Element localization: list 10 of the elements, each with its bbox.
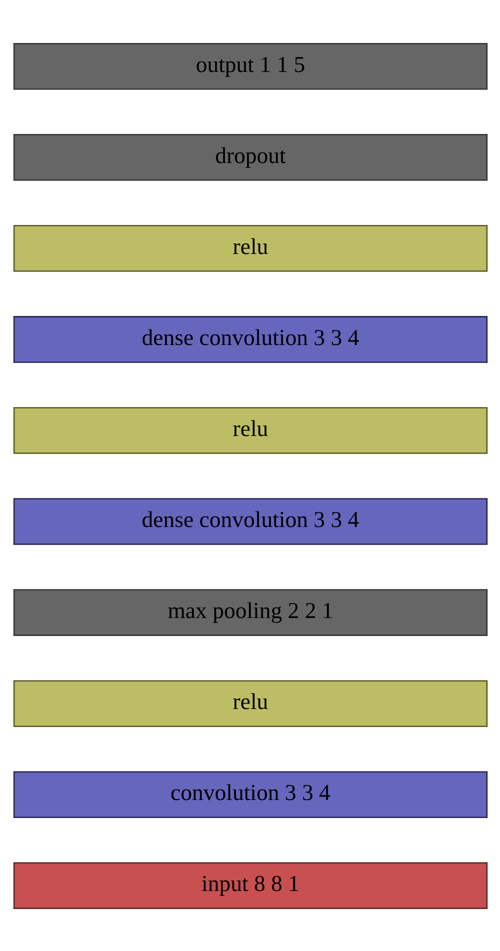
node-box: relu [12,680,488,726]
node-box: convolution 3 3 4 [12,770,488,818]
node-box: dense convolution 3 3 4 [12,498,488,544]
node-box: input 8 8 1 [12,862,488,909]
node-box: dropout [12,133,488,180]
node-box: relu [12,406,488,454]
node-box: dense convolution 3 3 4 [12,316,488,362]
node-box: output 1 1 5 [12,42,488,90]
node-box: relu [12,224,488,272]
node-box: max pooling 2 2 1 [12,588,488,636]
